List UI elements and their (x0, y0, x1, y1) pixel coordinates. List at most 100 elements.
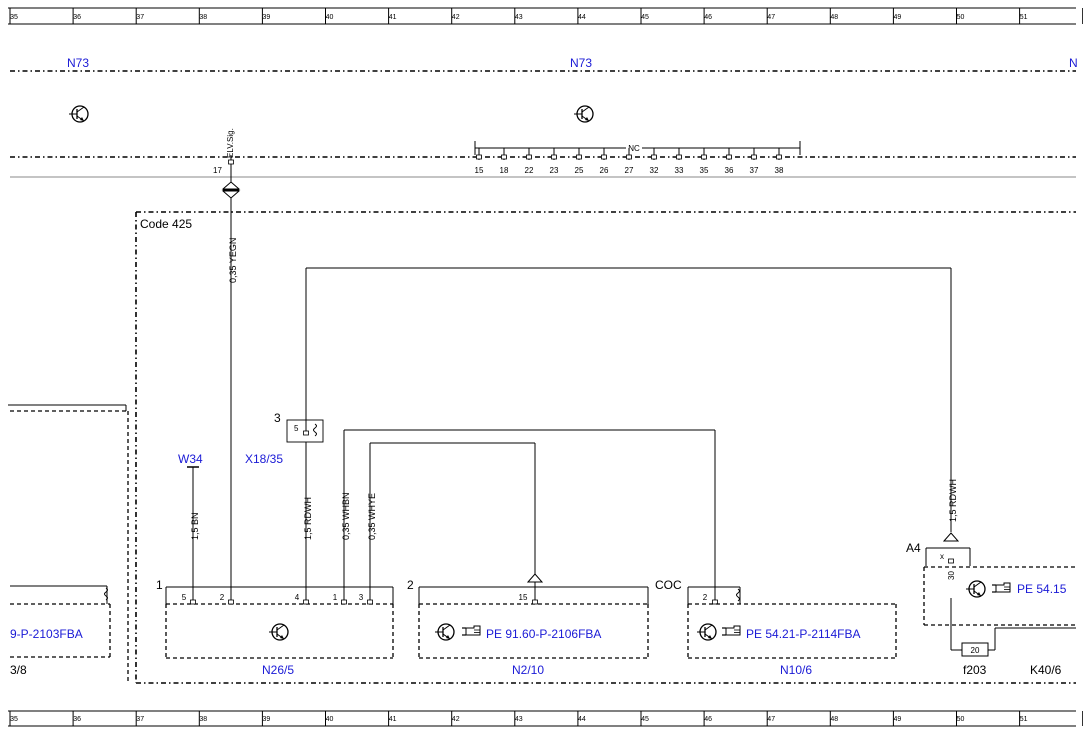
ruler-column-label: 36 (73, 14, 81, 21)
can-wires: 0,35 WHBN 0,35 WHYE (341, 429, 716, 600)
ruler-column-label: 43 (515, 14, 523, 21)
ruler-column-label: 51 (1020, 14, 1028, 21)
n73-link-right[interactable]: N (1069, 56, 1078, 70)
nc-pin-number: 26 (600, 166, 609, 175)
nc-pin-number: 15 (475, 166, 484, 175)
n26-pin-number: 1 (333, 593, 338, 602)
nc-pin-number: 37 (750, 166, 759, 175)
n73-link-left[interactable]: N73 (67, 56, 89, 70)
n26-pin-number: 2 (220, 593, 225, 602)
ruler-column-label: 38 (199, 716, 207, 723)
pointing-hand-icon (991, 582, 1011, 593)
wire-whye-label: 0,35 WHYE (367, 493, 377, 540)
nc-pin-number: 22 (525, 166, 534, 175)
code-425-box: Code 425 (135, 211, 1076, 684)
w34-link[interactable]: W34 (178, 452, 203, 466)
nc-pin-number: 36 (725, 166, 734, 175)
x18-35-link[interactable]: X18/35 (245, 452, 283, 466)
ruler-column-label: 42 (452, 716, 460, 723)
nc-pin-number: 35 (700, 166, 709, 175)
ruler-column-label: 48 (830, 716, 838, 723)
coc-label: COC (655, 578, 682, 592)
left-partial-component: 9-P-2103FBA 3/8 (8, 404, 129, 683)
ruler-column-label: 42 (452, 14, 460, 21)
ruler-column-label: 40 (326, 716, 334, 723)
nc-label: NC (628, 144, 640, 153)
ref-link-2106[interactable]: PE 91.60-P-2106FBA (486, 627, 601, 641)
ruler-column-label: 50 (957, 14, 965, 21)
pointing-hand-icon (721, 625, 741, 636)
ruler-column-label: 46 (704, 716, 712, 723)
transistor-icon (965, 580, 986, 598)
k40-6-name: K40/6 (1030, 663, 1062, 677)
n26-pin-number: 4 (295, 593, 300, 602)
ruler-column-label: 45 (641, 716, 649, 723)
ruler-column-label: 49 (894, 716, 902, 723)
x-label: x (940, 552, 944, 561)
ruler-column-label: 41 (389, 716, 397, 723)
ruler-column-label: 47 (767, 14, 775, 21)
transistor-icon (268, 623, 289, 641)
wire-rdwh-right-label: 1,5 RDWH (948, 479, 958, 522)
ref-link-5415[interactable]: PE 54.15 (1017, 582, 1067, 596)
n10-6-component: 2 PE 54.21-P-2114FBA N10/6 (687, 586, 897, 677)
n2-10-link[interactable]: N2/10 (512, 663, 544, 677)
ruler-column-label: 46 (704, 14, 712, 21)
x18-35-connector: X18/35 3 5 1,5 RDWH (245, 267, 951, 600)
left-component-name: 3/8 (10, 663, 27, 677)
transistor-icon (573, 105, 594, 123)
wire-rdwh-label: 1,5 RDWH (303, 497, 313, 540)
n26-5-link[interactable]: N26/5 (262, 663, 294, 677)
nc-pin-number: 33 (675, 166, 684, 175)
x18-pin-number: 3 (274, 411, 281, 425)
w34-ground: W34 1,5 BN (178, 452, 203, 600)
n73-module: N73 N73 N (10, 56, 1078, 178)
n2-row-number: 2 (407, 578, 414, 592)
n73-link-center[interactable]: N73 (570, 56, 592, 70)
k40-6-component: 1,5 RDWH A4 x 30 PE 54.15 20 f203 K40/6 (906, 268, 1076, 677)
wire-bn-label: 1,5 BN (190, 512, 200, 540)
nc-pin-number: 23 (550, 166, 559, 175)
ruler-column-label: 47 (767, 716, 775, 723)
nc-pin-number: 25 (575, 166, 584, 175)
transistor-icon (68, 105, 89, 123)
elv-signal-wire: ELV.Sig. 17 0,35 YEGN (213, 128, 241, 600)
fuse-name: f203 (963, 663, 987, 677)
ref-link-2114[interactable]: PE 54.21-P-2114FBA (746, 627, 861, 641)
code-425-label: Code 425 (140, 217, 192, 231)
elv-signal-label: ELV.Sig. (226, 128, 235, 158)
n10-6-link[interactable]: N10/6 (780, 663, 812, 677)
nc-pin-number: 32 (650, 166, 659, 175)
n26-pin-number: 5 (182, 593, 187, 602)
connector-pin (228, 599, 234, 605)
wire-yegn-label: 0,35 YEGN (228, 238, 238, 283)
ruler-column-label: 44 (578, 716, 586, 723)
fuse-rating: 20 (971, 646, 980, 655)
ruler-column-label: 39 (263, 14, 271, 21)
ruler-column-label: 38 (199, 14, 207, 21)
ruler-column-label: 50 (957, 716, 965, 723)
ruler-column-label: 51 (1020, 716, 1028, 723)
transistor-icon (696, 623, 717, 641)
elv-pin: 17 (213, 166, 222, 175)
pointing-hand-icon (461, 625, 481, 636)
nc-pin-number: 18 (500, 166, 509, 175)
n26-pin-number: 3 (359, 593, 364, 602)
ruler-column-label: 40 (326, 14, 334, 21)
ruler-column-label: 39 (263, 716, 271, 723)
n2-10-component: 2 COC 15 PE 91.60-P-2106FBA N2/10 (407, 573, 682, 677)
ruler-column-label: 43 (515, 716, 523, 723)
ruler-column-label: 36 (73, 716, 81, 723)
ruler-column-label: 48 (830, 14, 838, 21)
ref-link-2103[interactable]: 9-P-2103FBA (10, 627, 83, 641)
transistor-icon (434, 623, 455, 641)
ruler-column-label: 41 (389, 14, 397, 21)
wire-whbn-label: 0,35 WHBN (341, 492, 351, 540)
a4-label: A4 (906, 541, 921, 555)
ruler-column-label: 44 (578, 14, 586, 21)
